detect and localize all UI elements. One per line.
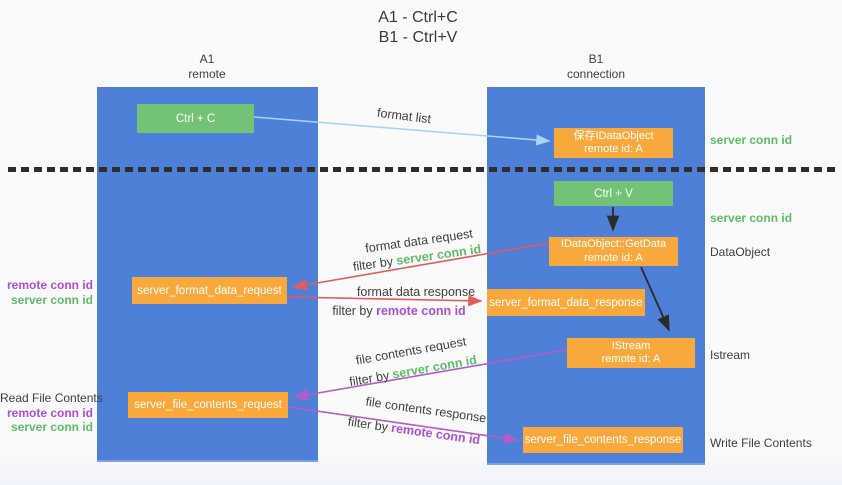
left-server-conn-id-label: server conn id [10,292,93,307]
idataobject-getdata-label: IDataObject::GetData [560,238,667,250]
dotted-separator [8,167,836,172]
filter-by-text: filter by [348,367,394,390]
title-line-a1: A1 - Ctrl+C [378,9,458,26]
istream-box: IStream remote id: A [567,338,695,368]
right-server-conn-id-label-1: server conn id [710,133,793,147]
lane-header-b1-role: connection [566,67,626,81]
lane-header-a1-role: remote [188,67,226,81]
istream-remote-id: remote id: A [601,353,661,365]
server-file-contents-request-label: server_file_contents_request [134,399,282,411]
remote-conn-id-text: remote conn id [376,304,466,318]
lane-header-a1-name: A1 [199,52,215,66]
left-remote-conn-id-label-2: remote conn id [6,405,93,420]
ctrl-c-label: Ctrl + C [175,112,216,125]
save-idataobject-remote-id: remote id: A [584,143,643,155]
istream-label: IStream [611,339,651,352]
filter-by-text: filter by [332,304,377,318]
istream-side-label: Istream [710,348,751,362]
lane-header-b1: B1 connection [536,52,656,82]
left-conn-id-group: remote conn id server conn id [0,278,93,307]
right-server-conn-id-label-2: server conn id [710,211,793,225]
lane-header-a1: A1 remote [147,52,267,82]
format-list-label: format list [376,105,432,127]
server-format-data-response-box: server_format_data_response [487,289,645,316]
save-idataobject-box: 保存IDataObject remote id: A [554,128,673,158]
ctrl-v-label: Ctrl + V [594,187,633,200]
filter-by-text: filter by [352,253,398,274]
ctrl-v-box: Ctrl + V [554,181,673,206]
save-idataobject-label: 保存IDataObject [573,129,654,142]
filter-by-text: filter by [346,414,393,435]
server-format-data-response-label: server_format_data_response [489,296,643,309]
server-format-data-request-box: server_format_data_request [132,277,287,304]
ctrl-c-box: Ctrl + C [137,104,254,133]
lane-header-b1-name: B1 [588,52,604,66]
read-file-contents-label: Read File Contents [0,391,103,405]
read-file-contents-group: Read File Contents remote conn id server… [0,391,103,435]
server-file-contents-request-box: server_file_contents_request [128,392,288,418]
server-format-data-request-label: server_format_data_request [137,284,282,297]
left-server-conn-id-label-2: server conn id [10,420,93,434]
format-data-response-label: format data response [356,285,476,299]
server-file-contents-response-label: server_file_contents_response [524,434,682,446]
format-response-filter-label: filter by remote conn id [332,304,465,318]
idataobject-getdata-remote-id: remote id: A [584,251,643,264]
server-file-contents-response-box: server_file_contents_response [523,427,683,453]
write-file-contents-label: Write File Contents [710,436,812,450]
diagram-title: A1 - Ctrl+C B1 - Ctrl+V [318,8,518,48]
idataobject-getdata-box: IDataObject::GetData remote id: A [549,237,678,266]
title-line-b1: B1 - Ctrl+V [378,29,458,46]
dataobject-side-label: DataObject [710,245,771,259]
remote-conn-id-text: remote conn id [390,420,482,448]
left-remote-conn-id-label: remote conn id [6,278,93,292]
